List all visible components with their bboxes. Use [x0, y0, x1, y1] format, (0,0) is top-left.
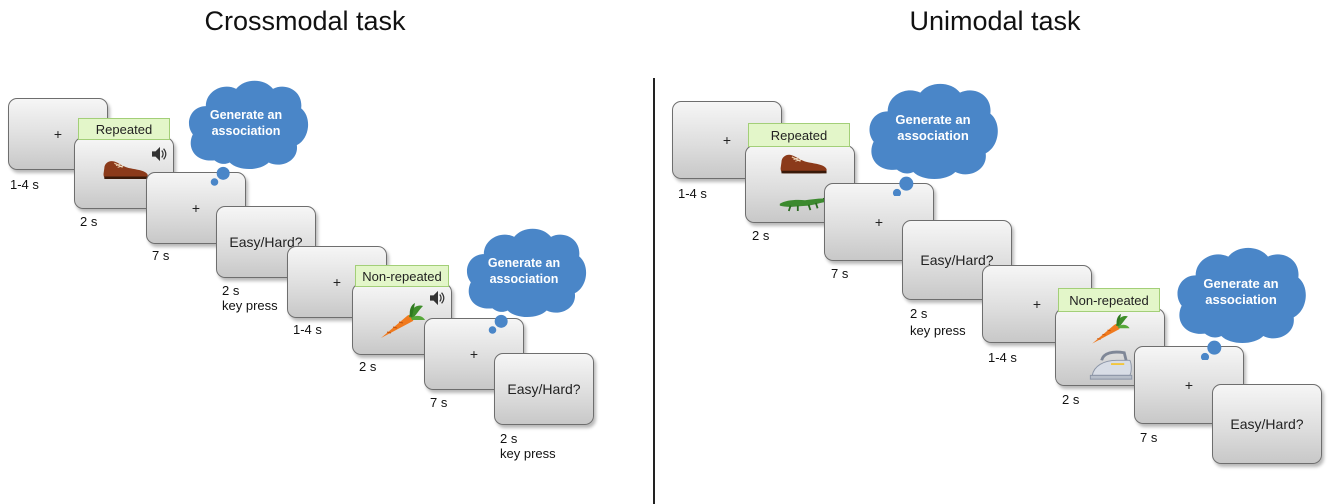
- generate-association-cloud-2: Generate an association: [1170, 242, 1310, 360]
- cloud-text-line-1: Generate an: [895, 112, 971, 127]
- fixation-cross: +: [191, 200, 201, 216]
- rating-screen-2: Easy/Hard?: [1212, 384, 1322, 464]
- cloud-text-line-2: association: [1205, 292, 1277, 307]
- rating-prompt: Easy/Hard?: [229, 234, 303, 250]
- fixation-cross: +: [722, 132, 732, 148]
- repeated-tag: Repeated: [78, 118, 170, 140]
- carrot-icon: [1086, 313, 1134, 347]
- cloud-text-line-2: association: [211, 124, 281, 138]
- fixation-cross: +: [1184, 377, 1194, 393]
- fixation-cross: +: [53, 126, 63, 142]
- stimulus-1-duration: 2 s: [80, 214, 98, 229]
- rating-2-duration: 2 s: [500, 431, 518, 446]
- iron-icon: [1088, 349, 1136, 381]
- fixation-2-duration: 7 s: [831, 266, 849, 281]
- rating-2-note: key press: [500, 446, 556, 461]
- rating-1-duration: 2 s: [910, 306, 928, 321]
- fixation-3-duration: 1-4 s: [988, 350, 1017, 365]
- fixation-1-duration: 1-4 s: [678, 186, 707, 201]
- rating-1-duration: 2 s: [222, 283, 240, 298]
- non-repeated-tag: Non-repeated: [1058, 288, 1160, 312]
- generate-association-cloud-2: Generate an association: [460, 222, 590, 334]
- rating-prompt: Easy/Hard?: [920, 252, 994, 268]
- cloud-text-line-1: Generate an: [209, 108, 283, 122]
- rating-1-note: key press: [222, 298, 278, 313]
- rating-screen-2: Easy/Hard?: [494, 353, 594, 425]
- panel-divider: [653, 78, 655, 504]
- fixation-1-duration: 1-4 s: [10, 177, 39, 192]
- fixation-4-duration: 7 s: [1140, 430, 1158, 445]
- rating-prompt: Easy/Hard?: [1230, 416, 1304, 432]
- fixation-4-duration: 7 s: [430, 395, 448, 410]
- unimodal-title: Unimodal task: [909, 6, 1081, 36]
- rating-1-note: key press: [910, 323, 966, 338]
- cloud-text-line-1: Generate an: [487, 256, 561, 270]
- fixation-cross: +: [332, 274, 342, 290]
- generate-association-cloud-1: Generate an association: [182, 74, 312, 186]
- stimulus-2-duration: 2 s: [1062, 392, 1080, 407]
- stimulus-2-duration: 2 s: [359, 359, 377, 374]
- cloud-text-line-2: association: [489, 272, 559, 286]
- stimulus-1-duration: 2 s: [752, 228, 770, 243]
- fixation-cross: +: [469, 346, 479, 362]
- fixation-cross: +: [1032, 296, 1042, 312]
- repeated-tag: Repeated: [748, 123, 850, 147]
- generate-association-cloud-1: Generate an association: [862, 78, 1002, 196]
- cloud-text-line-2: association: [897, 128, 969, 143]
- shoe-icon: [778, 150, 830, 176]
- fixation-cross: +: [874, 214, 884, 230]
- crossmodal-title: Crossmodal task: [204, 6, 406, 36]
- cloud-text-line-1: Generate an: [1203, 276, 1279, 291]
- fixation-3-duration: 1-4 s: [293, 322, 322, 337]
- rating-prompt: Easy/Hard?: [507, 381, 581, 397]
- fixation-2-duration: 7 s: [152, 248, 170, 263]
- non-repeated-tag: Non-repeated: [355, 265, 449, 287]
